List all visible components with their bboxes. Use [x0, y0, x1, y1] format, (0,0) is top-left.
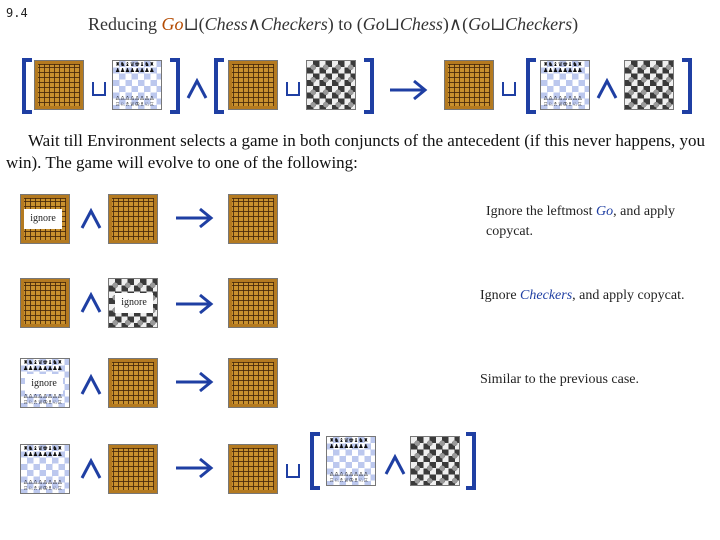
conjunction-symbol: [80, 457, 102, 479]
note-text: , and apply copycat.: [486, 204, 675, 239]
chess-black-pawns: ♟♟♟♟♟♟♟♟: [23, 452, 63, 458]
chess-white-back: ♖♘♗♕♔♗♘♖: [329, 478, 369, 484]
chess-white-pawns: ♙♙♙♙♙♙♙♙: [115, 96, 155, 102]
chess-board: ♜♞♝♛♚♝♞♜ ♟♟♟♟♟♟♟♟ ♙♙♙♙♙♙♙♙ ♖♘♗♕♔♗♘♖ igno…: [20, 358, 70, 408]
conjunction-symbol: [80, 373, 102, 395]
note-emphasis: Checkers: [520, 288, 573, 303]
chess-board: ♜♞♝♛♚♝♞♜ ♟♟♟♟♟♟♟♟ ♙♙♙♙♙♙♙♙ ♖♘♗♕♔♗♘♖: [540, 60, 590, 110]
note-text: Ignore the leftmost: [486, 204, 597, 219]
implication-arrow: [176, 457, 214, 479]
conjunction-symbol: ∧: [247, 14, 261, 34]
left-paren: [310, 432, 320, 490]
choice-disjunction-symbol: [286, 464, 300, 478]
title-chess: Chess: [399, 14, 443, 34]
title-paren: (: [198, 14, 205, 34]
ignore-label: ignore: [24, 209, 62, 229]
title-go: Go: [362, 14, 385, 34]
go-board: [444, 60, 494, 110]
implication-arrow: [176, 207, 214, 229]
chess-white-back: ♖♘♗♕♔♗♘♖: [543, 102, 583, 108]
chess-black-pawns: ♟♟♟♟♟♟♟♟: [543, 68, 583, 74]
chess-black-back: ♜♞♝♛♚♝♞♜: [23, 360, 63, 366]
chess-white-pawns: ♙♙♙♙♙♙♙♙: [543, 96, 583, 102]
go-board: [228, 60, 278, 110]
left-paren: [214, 58, 224, 114]
chess-board: ♜♞♝♛♚♝♞♜ ♟♟♟♟♟♟♟♟ ♙♙♙♙♙♙♙♙ ♖♘♗♕♔♗♘♖: [326, 436, 376, 486]
case-note-3: Similar to the previous case.: [480, 372, 640, 387]
note-text: , and apply copycat.: [572, 288, 685, 303]
title-text: Reducing: [88, 14, 162, 34]
checkers-board: [624, 60, 674, 110]
implication-arrow: [176, 293, 214, 315]
choice-disjunction-symbol: ⊔: [183, 14, 199, 34]
title-to: ) to (: [327, 14, 363, 34]
go-board: [34, 60, 84, 110]
chess-black-pawns: ♟♟♟♟♟♟♟♟: [23, 366, 63, 372]
chess-black-back: ♜♞♝♛♚♝♞♜: [115, 62, 155, 68]
ignore-label: ignore: [25, 374, 63, 394]
right-paren: [466, 432, 476, 490]
chess-black-back: ♜♞♝♛♚♝♞♜: [543, 62, 583, 68]
go-board: [108, 194, 158, 244]
chess-black-pawns: ♟♟♟♟♟♟♟♟: [329, 444, 369, 450]
chess-black-back: ♜♞♝♛♚♝♞♜: [23, 446, 63, 452]
title-checkers: Checkers: [260, 14, 328, 34]
chess-board: ♜♞♝♛♚♝♞♜ ♟♟♟♟♟♟♟♟ ♙♙♙♙♙♙♙♙ ♖♘♗♕♔♗♘♖: [20, 444, 70, 494]
note-emphasis: Go: [596, 204, 614, 219]
checkers-board: [410, 436, 460, 486]
chess-black-pawns: ♟♟♟♟♟♟♟♟: [115, 68, 155, 74]
conjunction-symbol: [596, 77, 618, 99]
chess-white-back: ♖♘♗♕♔♗♘♖: [23, 400, 63, 406]
choice-disjunction-symbol: ⊔: [490, 14, 506, 34]
case-note-1: Ignore the leftmost Go, and apply copyca…: [486, 202, 706, 242]
chess-white-pawns: ♙♙♙♙♙♙♙♙: [329, 472, 369, 478]
title-paren: ): [442, 14, 449, 34]
description-text: Wait till Environment selects a game in …: [6, 131, 706, 172]
title-paren: (: [462, 14, 469, 34]
title-go: Go: [161, 14, 184, 34]
title-paren: ): [572, 14, 579, 34]
go-board: [108, 358, 158, 408]
right-paren: [364, 58, 374, 114]
right-paren: [170, 58, 180, 114]
choice-disjunction-symbol: [92, 82, 106, 96]
left-paren: [22, 58, 32, 114]
go-board: [20, 278, 70, 328]
checkers-board: [306, 60, 356, 110]
conjunction-symbol: [186, 77, 208, 99]
chess-white-back: ♖♘♗♕♔♗♘♖: [23, 486, 63, 492]
implication-arrow: [390, 79, 428, 101]
implication-arrow: [176, 371, 214, 393]
chess-board: ♜♞♝♛♚♝♞♜ ♟♟♟♟♟♟♟♟ ♙♙♙♙♙♙♙♙ ♖♘♗♕♔♗♘♖: [112, 60, 162, 110]
slide-title: Reducing Go⊔(Chess∧Checkers) to (Go⊔Ches…: [88, 14, 578, 35]
right-paren: [682, 58, 692, 114]
conjunction-symbol: [80, 207, 102, 229]
choice-disjunction-symbol: ⊔: [384, 14, 400, 34]
conjunction-symbol: [80, 291, 102, 313]
conjunction-symbol: ∧: [448, 14, 463, 34]
go-board: [228, 194, 278, 244]
ignore-label: ignore: [115, 293, 153, 313]
go-board: [108, 444, 158, 494]
left-paren: [526, 58, 536, 114]
go-board: [228, 444, 278, 494]
go-board: [228, 278, 278, 328]
title-go: Go: [468, 14, 491, 34]
go-board: ignore: [20, 194, 70, 244]
slide-number: 9.4: [6, 6, 28, 20]
title-checkers: Checkers: [505, 14, 573, 34]
title-chess: Chess: [204, 14, 248, 34]
choice-disjunction-symbol: [286, 82, 300, 96]
go-board: [228, 358, 278, 408]
chess-white-pawns: ♙♙♙♙♙♙♙♙: [23, 394, 63, 400]
chess-white-back: ♖♘♗♕♔♗♘♖: [115, 102, 155, 108]
conjunction-symbol: [384, 453, 406, 475]
note-text: Ignore: [480, 288, 521, 303]
choice-disjunction-symbol: [502, 82, 516, 96]
checkers-board: ignore: [108, 278, 158, 328]
chess-white-pawns: ♙♙♙♙♙♙♙♙: [23, 480, 63, 486]
case-note-2: Ignore Checkers, and apply copycat.: [480, 286, 706, 306]
chess-black-back: ♜♞♝♛♚♝♞♜: [329, 438, 369, 444]
